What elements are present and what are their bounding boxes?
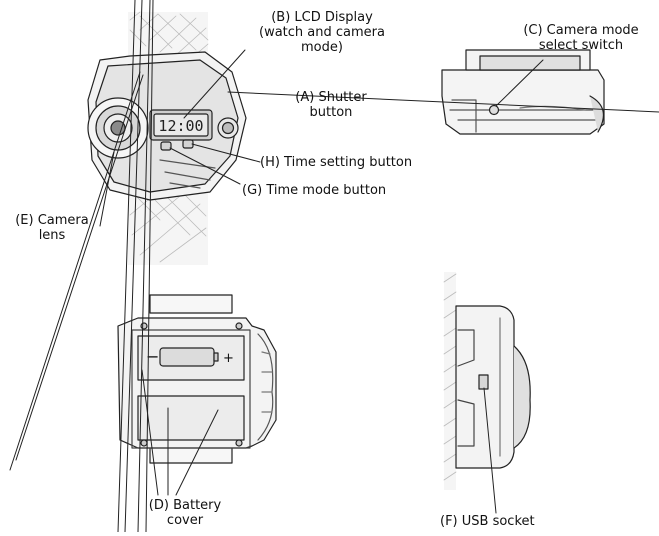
leader-lines — [9, 0, 659, 533]
battery-minus-sign: − — [146, 347, 159, 366]
back-view: − + — [117, 294, 277, 464]
label-lcd-line1: (B) LCD Display — [271, 10, 373, 25]
label-battery-line2: cover — [166, 513, 204, 528]
top-view — [441, 49, 605, 135]
lcd-time: 12:00 — [158, 117, 203, 135]
strap-hatch-top — [129, 11, 209, 59]
battery-cell — [159, 347, 215, 367]
label-time-mode-button: (G) Time mode button — [242, 183, 387, 198]
label-lcd-line2: (watch and camera — [259, 25, 385, 40]
mode-switch — [488, 104, 500, 116]
battery-plus-sign: + — [223, 351, 234, 366]
label-mode-line2: select switch — [538, 38, 624, 53]
label-shutter-button: (A) Shutter button — [276, 90, 386, 120]
label-shutter-line1: (A) Shutter — [295, 90, 367, 105]
label-usb-socket: (F) USB socket — [440, 514, 535, 529]
label-lcd-display: (B) LCD Display (watch and camera mode) — [232, 10, 412, 55]
label-mode-line1: (C) Camera mode — [523, 23, 639, 38]
side-view — [443, 272, 531, 490]
usb-socket — [478, 374, 489, 390]
label-lcd-line3: mode) — [301, 40, 343, 55]
front-view: 12:00 — [87, 11, 247, 265]
label-camera-lens: (E) Camera lens — [2, 213, 102, 243]
label-time-setting-button: (H) Time setting button — [260, 155, 413, 170]
side-strap-hatch — [443, 273, 457, 481]
label-battery-cover: (D) Battery cover — [130, 498, 240, 528]
label-battery-line1: (D) Battery — [148, 498, 222, 513]
label-shutter-line2: button — [309, 105, 353, 120]
label-camera-mode-switch: (C) Camera mode select switch — [506, 23, 656, 53]
label-lens-line2: lens — [38, 228, 66, 243]
battery-compartment-lower — [137, 395, 245, 441]
label-lens-line1: (E) Camera — [15, 213, 89, 228]
time-mode-button — [160, 141, 172, 151]
